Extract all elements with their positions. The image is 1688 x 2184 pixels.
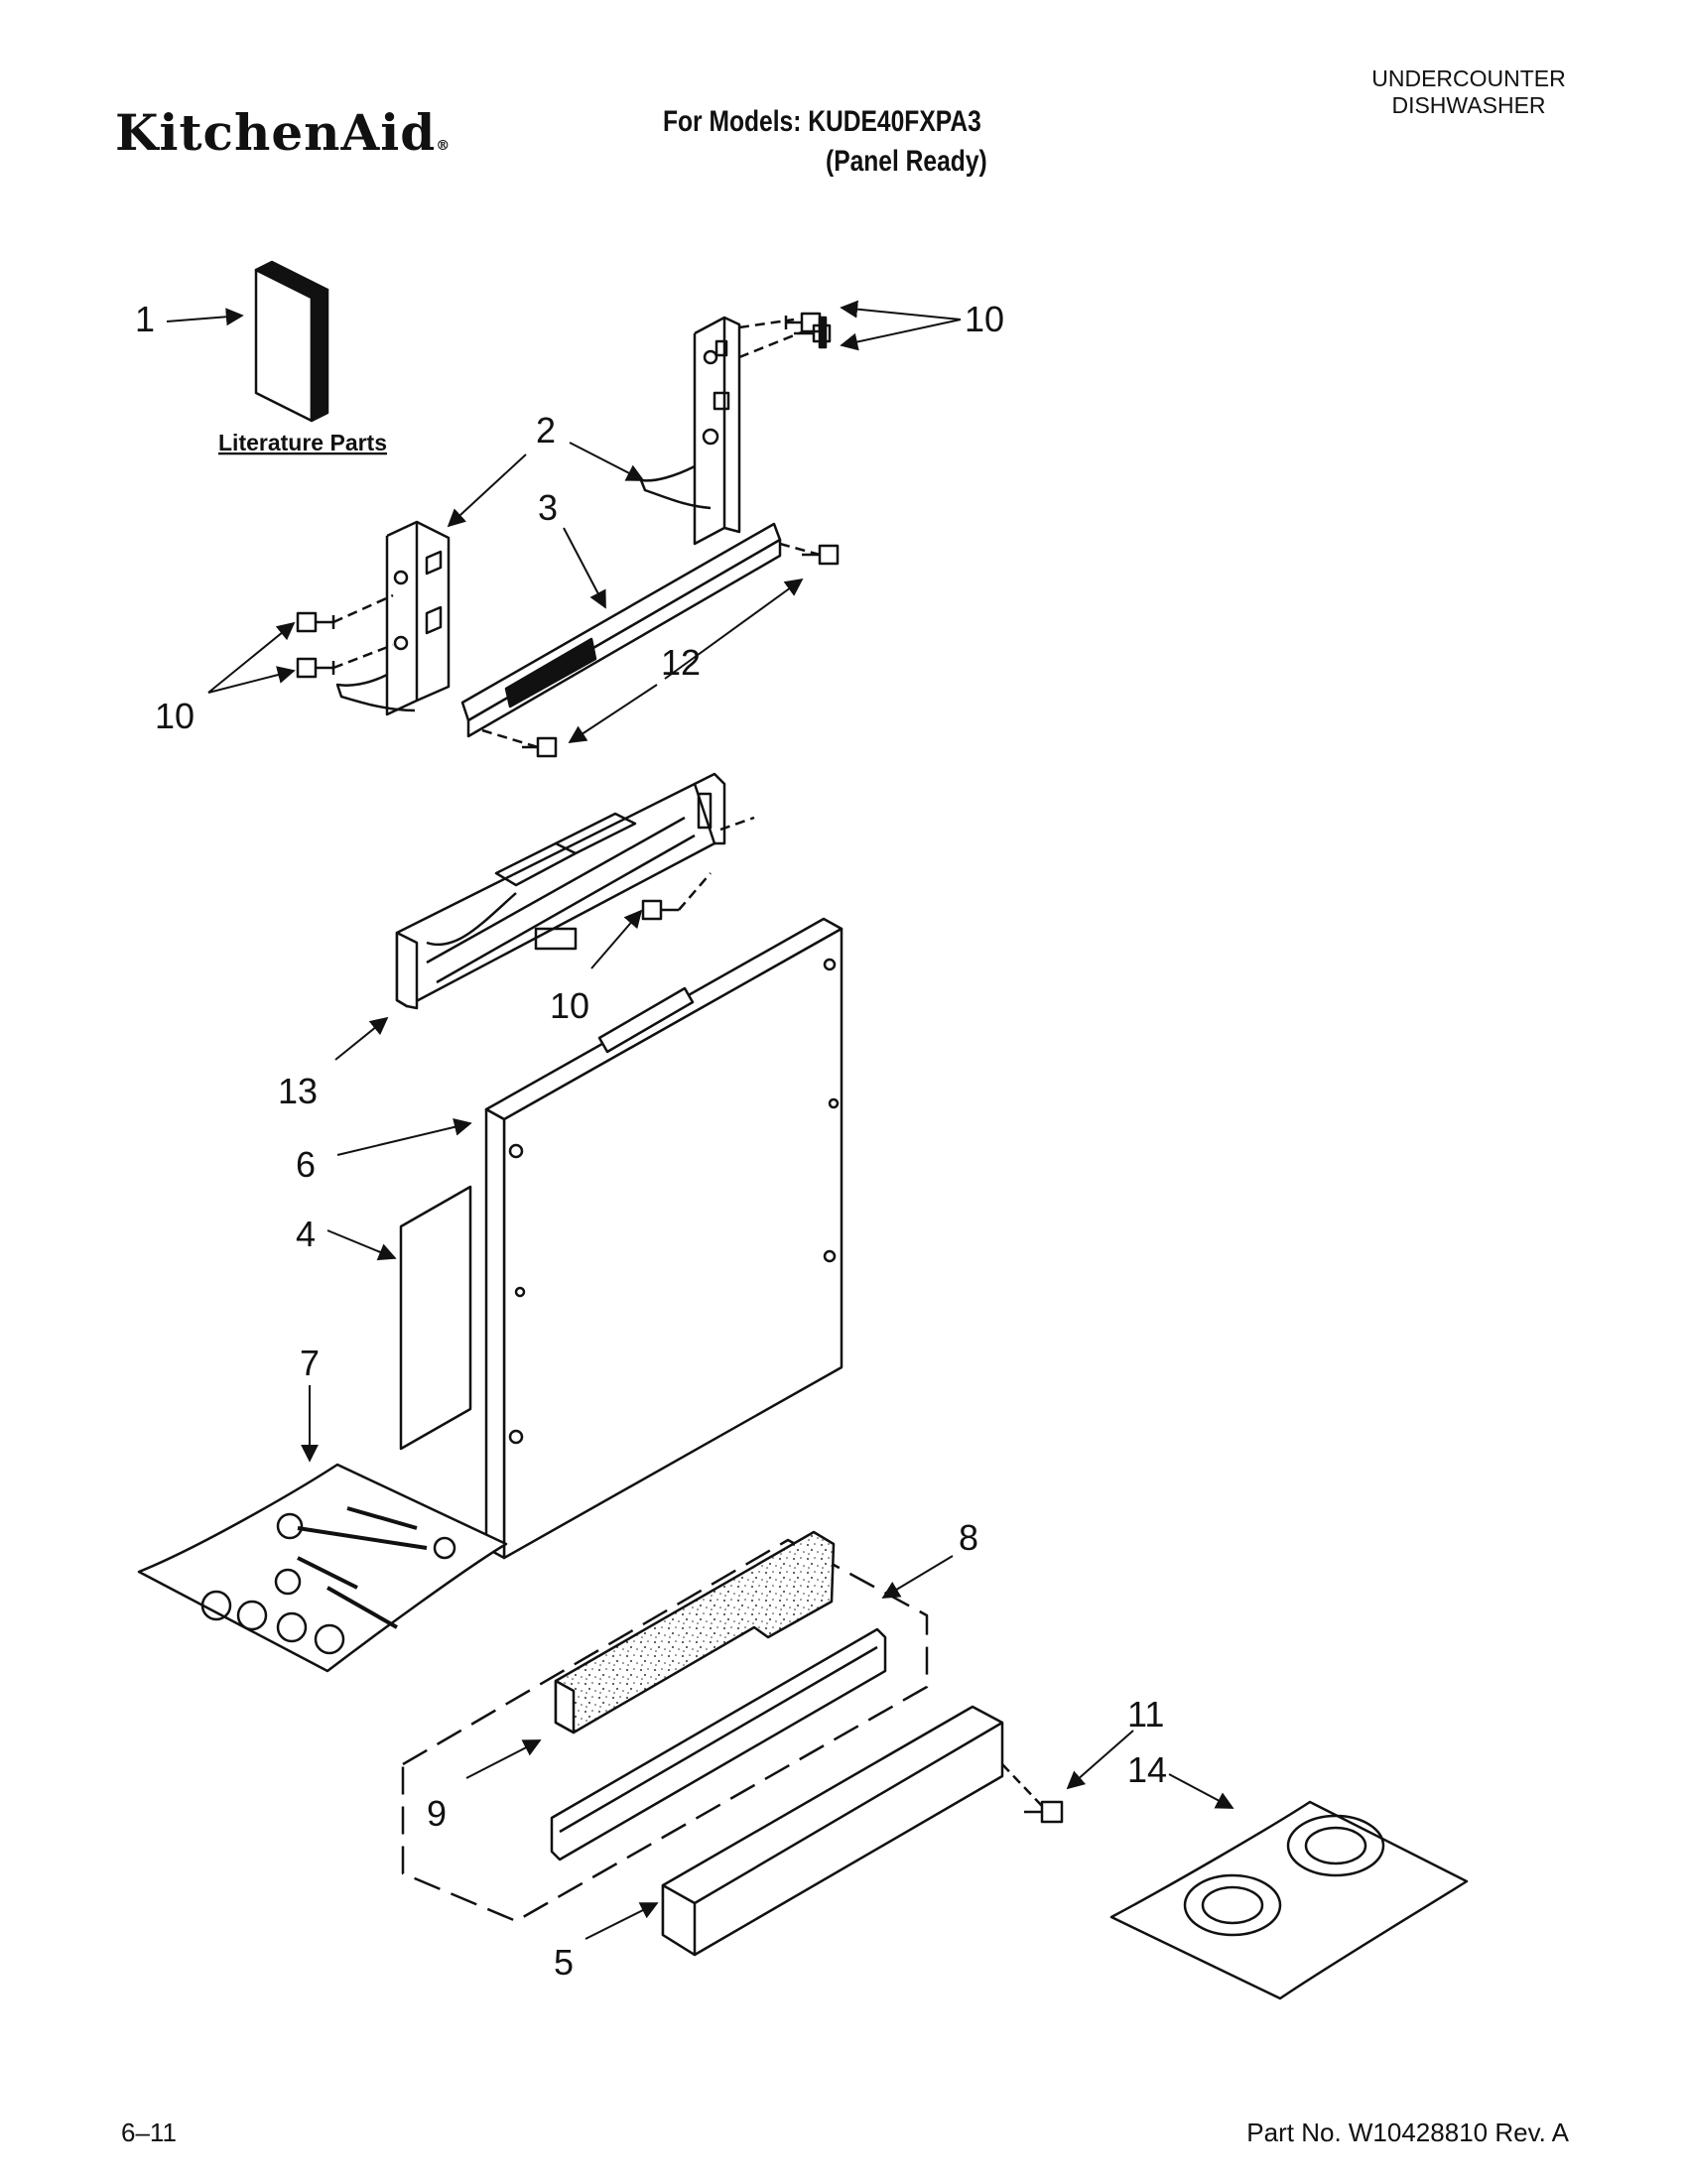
callout-11: 11 <box>1127 1694 1164 1734</box>
foam-pad <box>554 1530 836 1734</box>
mounting-bracket-left <box>335 520 451 716</box>
mounting-bracket-right <box>639 316 741 546</box>
literature-book-part <box>254 260 329 423</box>
inner-door-panel <box>484 917 844 1560</box>
callout-numbers: 1 10 2 3 10 12 10 13 6 4 7 8 9 11 14 5 <box>135 299 1167 1983</box>
callout-14: 14 <box>1127 1749 1167 1790</box>
literature-caption: Literature Parts <box>218 430 387 455</box>
screw-left-1 <box>296 611 335 633</box>
models-line: For Models: KUDE40FXPA3 <box>663 105 981 138</box>
screw-left-2 <box>296 657 335 679</box>
callout-7: 7 <box>300 1343 320 1383</box>
leader-arrows <box>166 300 1234 1940</box>
insulation-sheet <box>399 1185 472 1451</box>
screw-upper-3 <box>818 316 828 349</box>
callout-12: 12 <box>661 642 701 683</box>
callout-10-upper: 10 <box>965 299 1004 339</box>
callout-10-left: 10 <box>155 696 195 736</box>
part-number: Part No. W10428810 Rev. A <box>1246 2118 1569 2147</box>
callout-13: 13 <box>278 1071 318 1111</box>
variant-line: (Panel Ready) <box>826 145 987 178</box>
brand-logo: KitchenAid® <box>115 103 451 162</box>
category-line-1: UNDERCOUNTER <box>1371 65 1566 91</box>
callout-10-middle: 10 <box>550 985 589 1026</box>
revision-date: 6–11 <box>121 2118 177 2147</box>
screw-strip-left <box>522 736 558 758</box>
callout-4: 4 <box>296 1214 316 1254</box>
product-category: UNDERCOUNTER DISHWASHER <box>1320 65 1618 119</box>
hardware-bag <box>137 1463 508 1673</box>
callout-5: 5 <box>554 1942 574 1983</box>
kit-enclosure-dashed <box>401 1538 929 1923</box>
trim-strip <box>550 1627 887 1862</box>
pad-bag <box>1109 1800 1469 2000</box>
callout-8: 8 <box>959 1517 978 1558</box>
callout-1: 1 <box>135 299 155 339</box>
toe-panel-screw <box>1024 1800 1064 1824</box>
callout-3: 3 <box>538 487 558 528</box>
callout-6: 6 <box>296 1144 316 1185</box>
toe-panel <box>661 1705 1004 1957</box>
callout-9: 9 <box>427 1793 447 1834</box>
screw-module <box>641 899 679 921</box>
callout-2: 2 <box>536 410 556 450</box>
control-module <box>395 772 726 1010</box>
registered-mark: ® <box>436 138 452 154</box>
brand-name: KitchenAid <box>115 103 437 162</box>
long-bracket-strip <box>460 522 782 738</box>
category-line-2: DISHWASHER <box>1391 92 1546 118</box>
